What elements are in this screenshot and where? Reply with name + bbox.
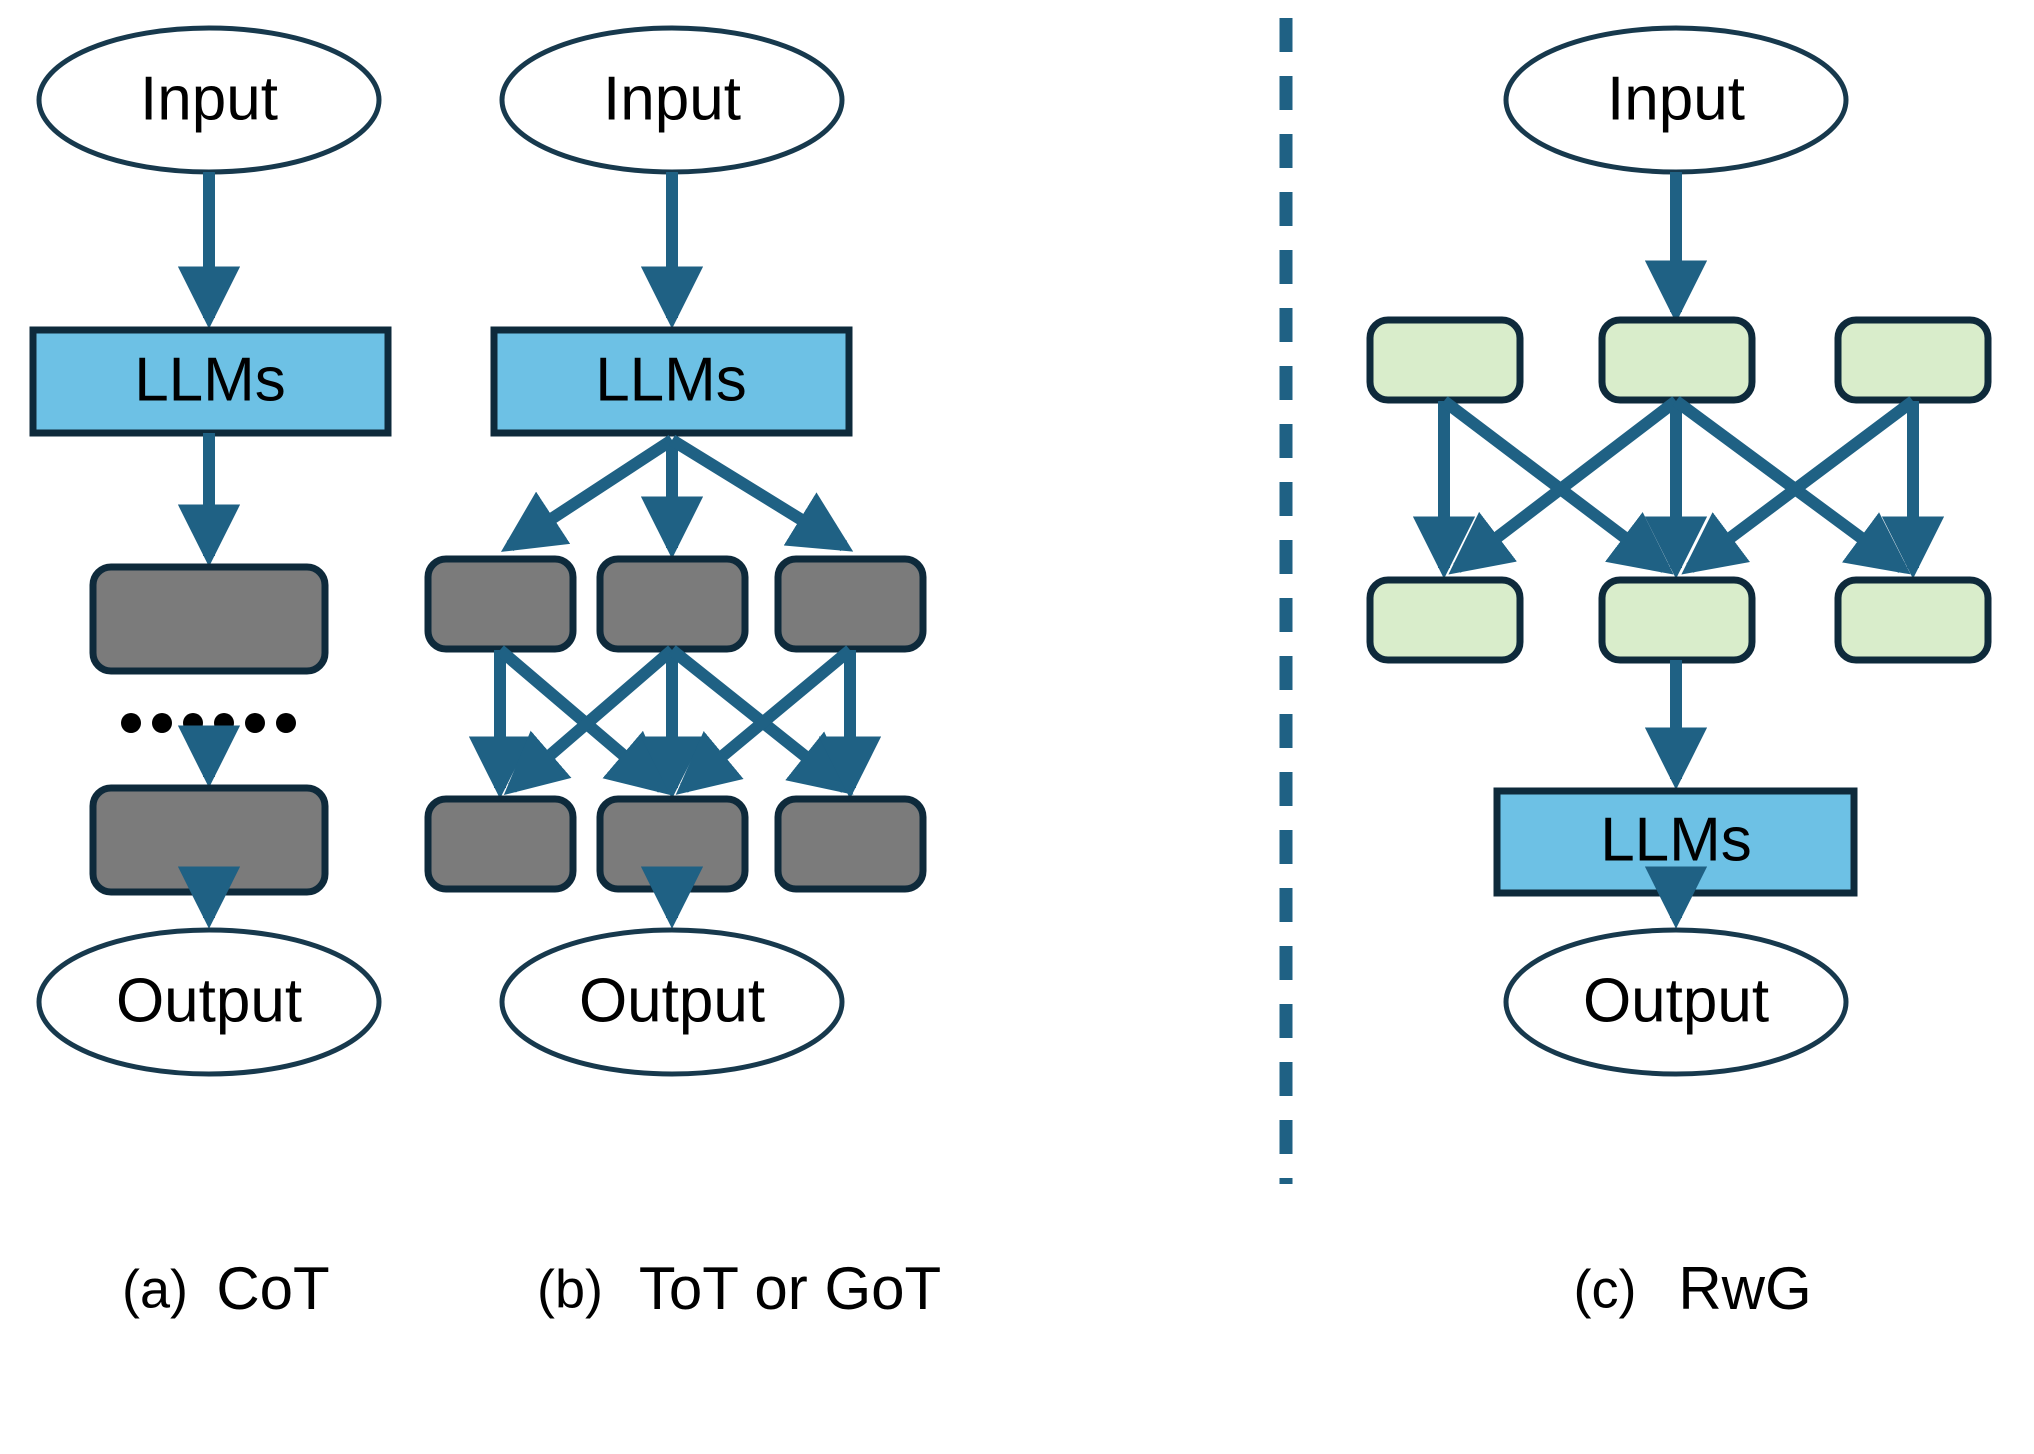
edge-thought-2-to-1 (503, 645, 676, 796)
graph-node-box (1598, 576, 1756, 664)
llms-box-label: LLMs (595, 345, 747, 414)
edge-thought-3-to-2 (675, 645, 854, 795)
llms-box-label: LLMs (134, 345, 286, 414)
output-ellipse-label: Output (1583, 966, 1769, 1035)
reasoning-step-box (89, 563, 329, 675)
arrow-llms-to-thought-3 (668, 434, 854, 552)
graph-node-box (1834, 316, 1992, 404)
graph-node-box (1598, 316, 1756, 404)
thought-box (774, 795, 927, 893)
input-ellipse-label: Input (140, 64, 278, 133)
thought-box (596, 795, 749, 893)
thought-box (424, 555, 577, 653)
panel-caption-label: CoT (216, 1255, 329, 1322)
thought-box (774, 555, 927, 653)
output-ellipse-label: Output (579, 966, 765, 1035)
ellipsis-dots (121, 713, 296, 733)
panel-rwg: Input LLMs Output (c) (1366, 25, 1992, 1322)
edge-thought-1-to-2 (496, 645, 671, 796)
llms-box (490, 326, 853, 437)
llms-box-label: LLMs (1600, 805, 1752, 874)
llms-box (29, 326, 392, 437)
output-ellipse (36, 927, 382, 1077)
panel-caption-label: ToT or GoT (639, 1255, 941, 1322)
edge-graph-2-to-1 (1448, 396, 1680, 575)
panel-caption-index: (b) (537, 1259, 603, 1319)
edge-graph-2-to-3 (1672, 396, 1911, 575)
panel-caption-index: (a) (122, 1259, 188, 1319)
graph-node-box (1366, 316, 1524, 404)
thought-box (424, 795, 577, 893)
graph-node-box (1834, 576, 1992, 664)
input-ellipse-label: Input (603, 64, 741, 133)
edge-graph-3-to-2 (1681, 396, 1917, 575)
graph-node-box (1366, 576, 1524, 664)
reasoning-step-box (89, 784, 329, 896)
thought-box (596, 555, 749, 653)
arrow-llms-to-thought-1 (500, 434, 676, 552)
panel-caption-index: (c) (1574, 1259, 1637, 1319)
output-ellipse (1503, 927, 1849, 1077)
panel-caption-label: RwG (1678, 1255, 1811, 1322)
panel-cot: Input LLMs Output (a) CoT (29, 25, 392, 1322)
input-ellipse-label: Input (1607, 64, 1745, 133)
edge-graph-1-to-2 (1440, 396, 1674, 575)
output-ellipse-label: Output (116, 966, 302, 1035)
output-ellipse (499, 927, 845, 1077)
panel-tot-got: Input LLMs O (424, 25, 941, 1322)
